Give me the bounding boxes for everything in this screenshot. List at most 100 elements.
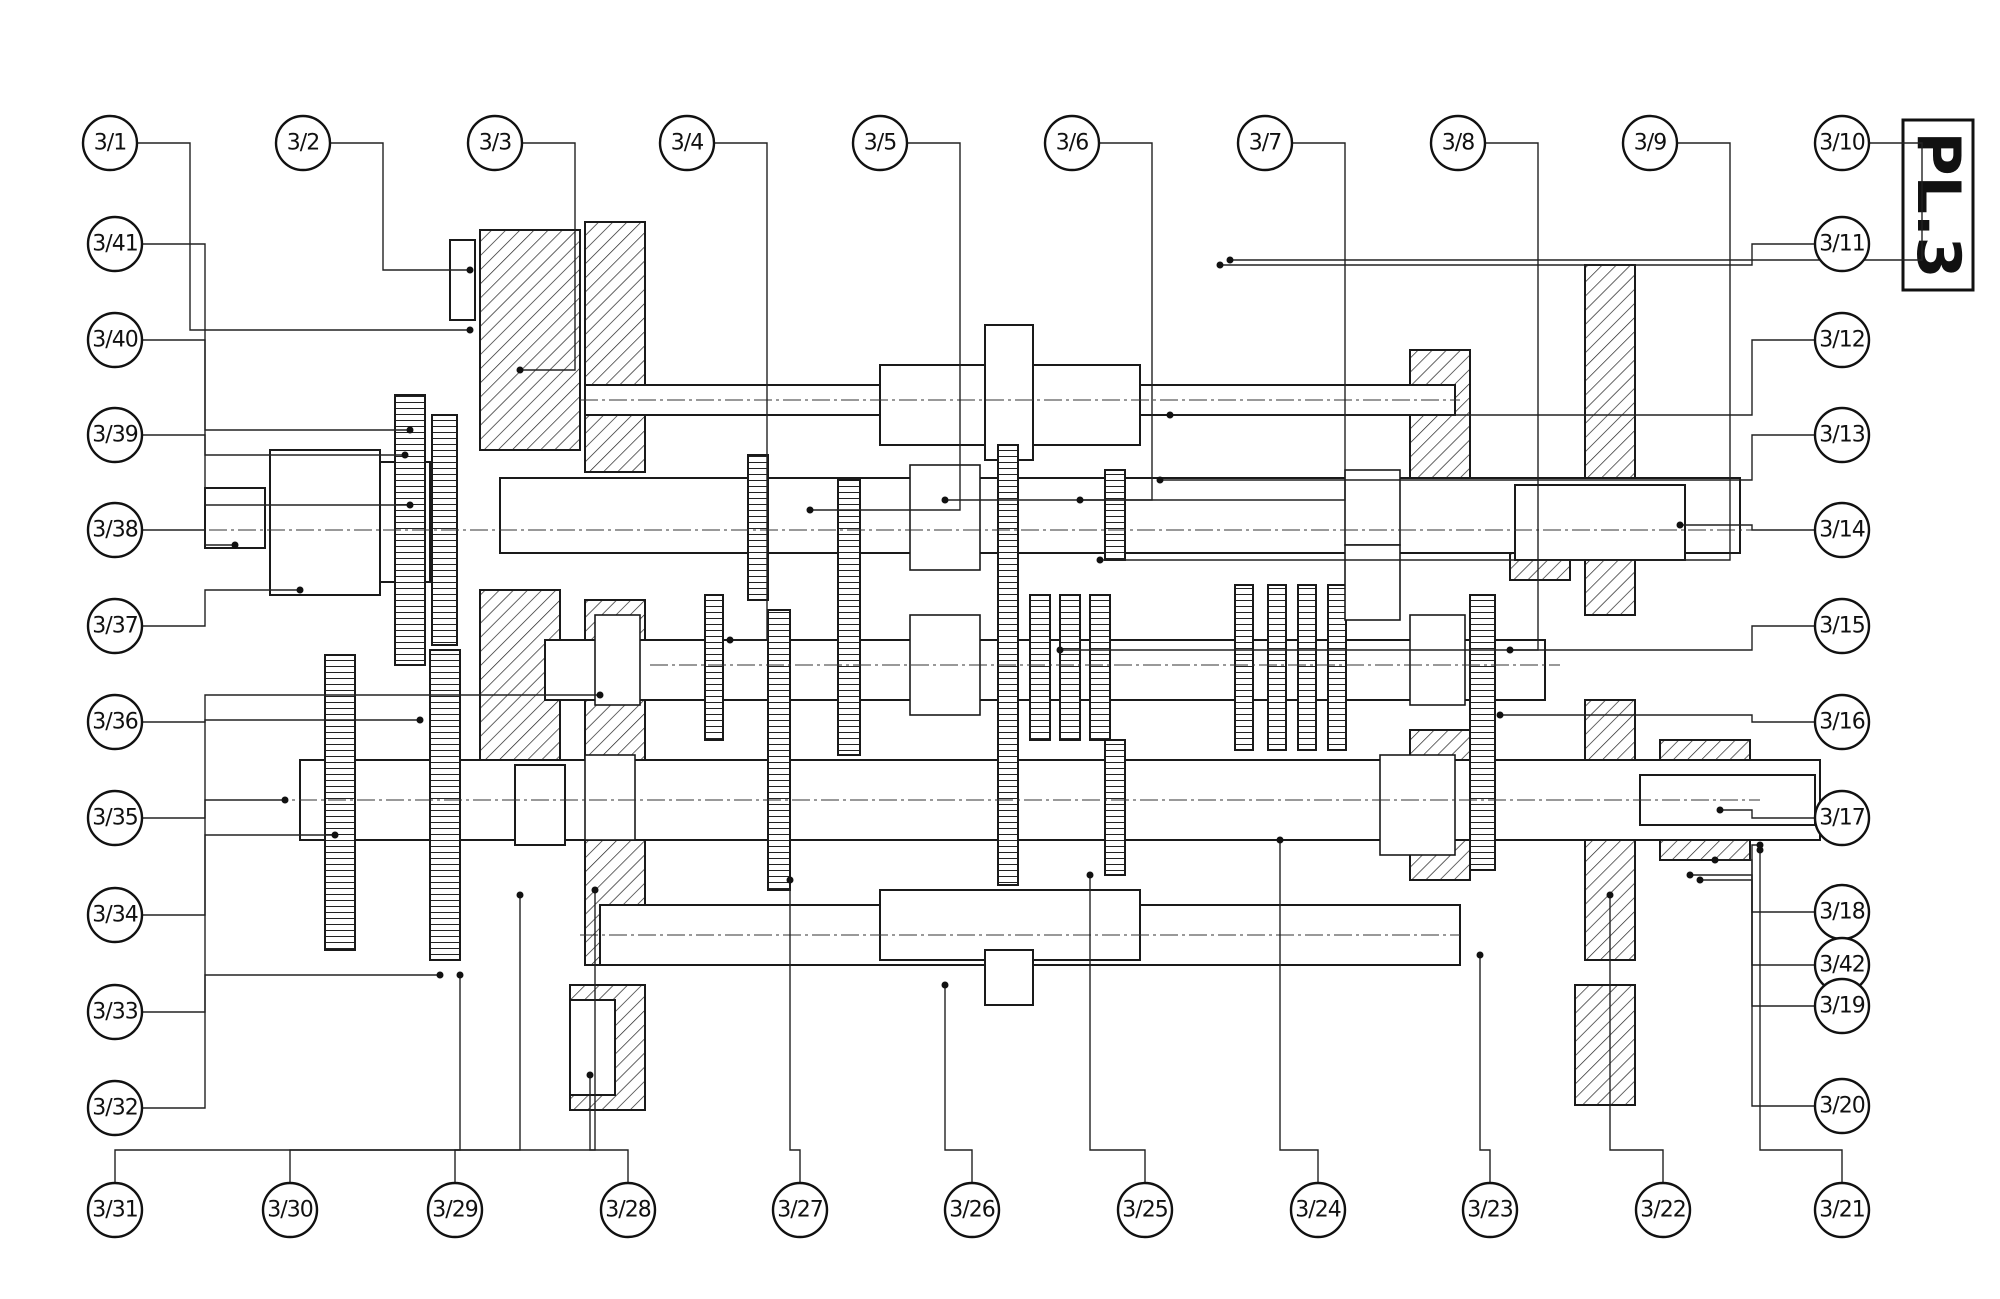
foot-insert bbox=[569, 999, 616, 1096]
callout-label: 3/26 bbox=[949, 1198, 994, 1223]
callout-3-4: 3/4 bbox=[658, 114, 716, 172]
callout-3-39: 3/39 bbox=[86, 406, 144, 464]
gear-15 bbox=[1327, 584, 1347, 751]
callout-circle bbox=[274, 114, 332, 172]
callout-3-11: 3/11 bbox=[1813, 215, 1871, 273]
leader-dot-3-4 bbox=[726, 636, 734, 644]
callout-label: 3/13 bbox=[1819, 423, 1864, 448]
leader-3-38 bbox=[143, 529, 235, 546]
bearing-5 bbox=[1409, 614, 1466, 706]
leader-dot-3-33 bbox=[331, 831, 339, 839]
leader-3-8 bbox=[1060, 142, 1539, 651]
housing-wall-left-upper bbox=[584, 221, 646, 473]
callout-circle bbox=[86, 1181, 144, 1239]
callout-label: 3/19 bbox=[1819, 994, 1864, 1019]
leader-3-16 bbox=[1500, 714, 1814, 723]
leader-3-30 bbox=[289, 975, 461, 1182]
callout-3-27: 3/27 bbox=[771, 1181, 829, 1239]
gear-13 bbox=[1267, 584, 1287, 751]
leader-3-15 bbox=[1510, 625, 1814, 651]
callout-label: 3/28 bbox=[605, 1198, 650, 1223]
leader-dot-3-40 bbox=[406, 426, 414, 434]
gear-output bbox=[1469, 594, 1496, 871]
callout-label: 3/32 bbox=[92, 1096, 137, 1121]
callout-circle bbox=[1813, 406, 1871, 464]
callout-label: 3/2 bbox=[287, 131, 319, 156]
leader-3-27 bbox=[789, 880, 801, 1182]
callout-3-18: 3/18 bbox=[1813, 883, 1871, 941]
leader-3-26 bbox=[944, 985, 973, 1182]
callout-3-23: 3/23 bbox=[1461, 1181, 1519, 1239]
gear-9 bbox=[1089, 594, 1111, 741]
leader-3-21 bbox=[1759, 850, 1843, 1182]
callout-3-5: 3/5 bbox=[851, 114, 909, 172]
leader-dot-3-35 bbox=[416, 716, 424, 724]
callout-label: 3/7 bbox=[1249, 131, 1281, 156]
callout-label: 3/4 bbox=[671, 131, 703, 156]
leader-3-29 bbox=[454, 890, 596, 1182]
callout-circle bbox=[426, 1181, 484, 1239]
gear-5 bbox=[837, 479, 861, 756]
selector-fork-stem-lower bbox=[984, 949, 1034, 1006]
gear-large-lower bbox=[429, 649, 461, 961]
callout-label: 3/18 bbox=[1819, 900, 1864, 925]
callout-3-20: 3/20 bbox=[1813, 1077, 1871, 1135]
callout-3-30: 3/30 bbox=[261, 1181, 319, 1239]
leader-3-33 bbox=[143, 834, 335, 1013]
leader-dot-3-36 bbox=[596, 691, 604, 699]
leader-3-4 bbox=[715, 142, 768, 641]
leader-3-34 bbox=[143, 799, 285, 916]
callout-3-26: 3/26 bbox=[943, 1181, 1001, 1239]
callout-3-21: 3/21 bbox=[1813, 1181, 1871, 1239]
leader-dot-3-9 bbox=[1096, 556, 1104, 564]
cover-bolt bbox=[449, 239, 476, 321]
leader-dot-3-15 bbox=[1506, 646, 1514, 654]
output-shaft-end bbox=[1514, 484, 1686, 561]
callout-circle bbox=[1236, 114, 1294, 172]
housing-wall-right-upper bbox=[1584, 264, 1636, 616]
leader-3-9 bbox=[1100, 142, 1731, 561]
callout-circle bbox=[771, 1181, 829, 1239]
leader-3-14 bbox=[1680, 524, 1814, 531]
callout-3-24: 3/24 bbox=[1289, 1181, 1347, 1239]
leader-dot-3-2 bbox=[466, 266, 474, 274]
leader-dot-3-7 bbox=[1076, 496, 1084, 504]
leader-3-40 bbox=[143, 339, 410, 431]
callout-label: 3/21 bbox=[1819, 1198, 1864, 1223]
callout-label: 3/34 bbox=[92, 903, 137, 928]
gearbox-section bbox=[180, 221, 1821, 1111]
callout-label: 3/42 bbox=[1819, 953, 1864, 978]
leader-dot-3-20 bbox=[1696, 876, 1704, 884]
callout-3-2: 3/2 bbox=[274, 114, 332, 172]
callout-label: 3/22 bbox=[1640, 1198, 1685, 1223]
housing-foot-right bbox=[1574, 984, 1636, 1106]
callout-3-34: 3/34 bbox=[86, 886, 144, 944]
callout-circle bbox=[1289, 1181, 1347, 1239]
leader-3-35 bbox=[143, 719, 420, 819]
callout-circle bbox=[261, 1181, 319, 1239]
callout-label: 3/23 bbox=[1467, 1198, 1512, 1223]
selector-fork-stem-upper bbox=[984, 324, 1034, 461]
leader-3-39 bbox=[143, 434, 410, 506]
leader-dot-3-39 bbox=[406, 501, 414, 509]
callout-label: 3/24 bbox=[1295, 1198, 1340, 1223]
plate-label-text: PL.3 bbox=[1903, 132, 1973, 279]
callout-3-7: 3/7 bbox=[1236, 114, 1294, 172]
callout-label: 3/9 bbox=[1634, 131, 1666, 156]
leader-dot-3-31 bbox=[516, 891, 524, 899]
callout-3-10: 3/10 bbox=[1813, 114, 1871, 172]
leader-dot-3-12 bbox=[1166, 411, 1174, 419]
callout-label: 3/35 bbox=[92, 806, 137, 831]
gear-3 bbox=[704, 594, 724, 741]
leader-3-23 bbox=[1479, 955, 1491, 1182]
callout-3-25: 3/25 bbox=[1116, 1181, 1174, 1239]
leader-3-25 bbox=[1089, 875, 1146, 1182]
callout-label: 3/5 bbox=[864, 131, 896, 156]
leader-dot-3-24 bbox=[1276, 836, 1284, 844]
callout-3-32: 3/32 bbox=[86, 1079, 144, 1137]
callout-circle bbox=[86, 693, 144, 751]
leader-dot-3-37 bbox=[296, 586, 304, 594]
gear-14 bbox=[1297, 584, 1317, 751]
leader-dot-3-16 bbox=[1496, 711, 1504, 719]
